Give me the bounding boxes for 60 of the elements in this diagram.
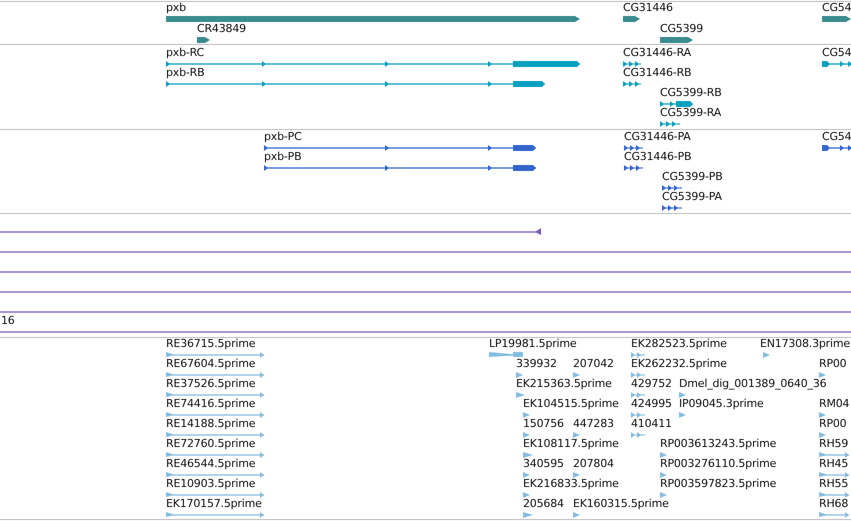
feature-label: 207804 bbox=[573, 457, 614, 470]
feature-label: CG5399 bbox=[660, 22, 703, 35]
feature-label: 424995 bbox=[631, 397, 672, 410]
feature-label: EN17308.3prime bbox=[760, 337, 850, 350]
feature-label: EK160315.5prime bbox=[573, 497, 669, 510]
feature-label: EK282523.5prime bbox=[631, 337, 727, 350]
feature-label: RP00 bbox=[819, 417, 846, 430]
feature-label: pxb-RC bbox=[166, 46, 204, 59]
feature-label: RE46544.5prime bbox=[166, 457, 256, 470]
feature-label: RP003613243.5prime bbox=[660, 437, 776, 450]
feature-label: pxb-PC bbox=[264, 130, 302, 143]
feature-label: Dmel_dig_001389_0640_36 bbox=[679, 377, 826, 390]
feature-label: RP00 bbox=[819, 357, 846, 370]
feature-label: CG54 bbox=[822, 130, 851, 143]
feature-label: RE37526.5prime bbox=[166, 377, 256, 390]
feature-label: RE36715.5prime bbox=[166, 337, 256, 350]
feature-label: CG31446 bbox=[623, 1, 673, 14]
feature-label: RM04 bbox=[819, 397, 850, 410]
feature-label: pxb-PB bbox=[264, 150, 302, 163]
feature-label: 205684 bbox=[523, 497, 564, 510]
feature-label: RE72760.5prime bbox=[166, 437, 256, 450]
feature-label: EK108117.5prime bbox=[523, 437, 619, 450]
feature-label: RE14188.5prime bbox=[166, 417, 256, 430]
feature-label: RH68 bbox=[819, 497, 848, 510]
feature-label: CR43849 bbox=[197, 22, 246, 35]
feature-label: RE74416.5prime bbox=[166, 397, 256, 410]
feature-label: RH59 bbox=[819, 437, 848, 450]
feature-label: 150756 bbox=[523, 417, 564, 430]
feature-label: pxb bbox=[166, 1, 186, 14]
feature-label: EK104515.5prime bbox=[523, 397, 619, 410]
feature-label: pxb-RB bbox=[166, 66, 204, 79]
feature-label: EK215363.5prime bbox=[516, 377, 612, 390]
feature-label: RE67604.5prime bbox=[166, 357, 256, 370]
feature-label: RE10903.5prime bbox=[166, 477, 256, 490]
feature-label: CG5399-RB bbox=[660, 86, 722, 99]
feature-label: CG54 bbox=[822, 1, 851, 14]
feature-label: CG5399-PA bbox=[662, 190, 722, 203]
feature-label: 447283 bbox=[573, 417, 614, 430]
feature-label: EK262232.5prime bbox=[631, 357, 727, 370]
feature-label: CG31446-RB bbox=[623, 66, 692, 79]
feature-label: RH45 bbox=[819, 457, 848, 470]
feature-label: RH55 bbox=[819, 477, 848, 490]
feature-label: 339932 bbox=[516, 357, 557, 370]
feature-label: CG5399-RA bbox=[660, 106, 722, 119]
feature-label: 340595 bbox=[523, 457, 564, 470]
feature-label: LP19981.5prime bbox=[489, 337, 576, 350]
feature-label: RP003276110.5prime bbox=[660, 457, 776, 470]
feature-label: 410411 bbox=[631, 417, 672, 430]
feature-label: CG54 bbox=[822, 46, 851, 59]
feature-label: IP09045.3prime bbox=[679, 397, 764, 410]
feature-label: EK216833.5prime bbox=[523, 477, 619, 490]
feature-label: CG5399-PB bbox=[662, 170, 723, 183]
feature-label: CG31446-PA bbox=[624, 130, 691, 143]
feature-label: EK170157.5prime bbox=[166, 497, 262, 510]
feature-label: 207042 bbox=[573, 357, 614, 370]
feature-label: CG31446-PB bbox=[624, 150, 692, 163]
feature-label: RP003597823.5prime bbox=[660, 477, 776, 490]
feature-label: 16 bbox=[1, 314, 15, 327]
feature-label: 429752 bbox=[631, 377, 672, 390]
feature-label: CG31446-RA bbox=[623, 46, 691, 59]
